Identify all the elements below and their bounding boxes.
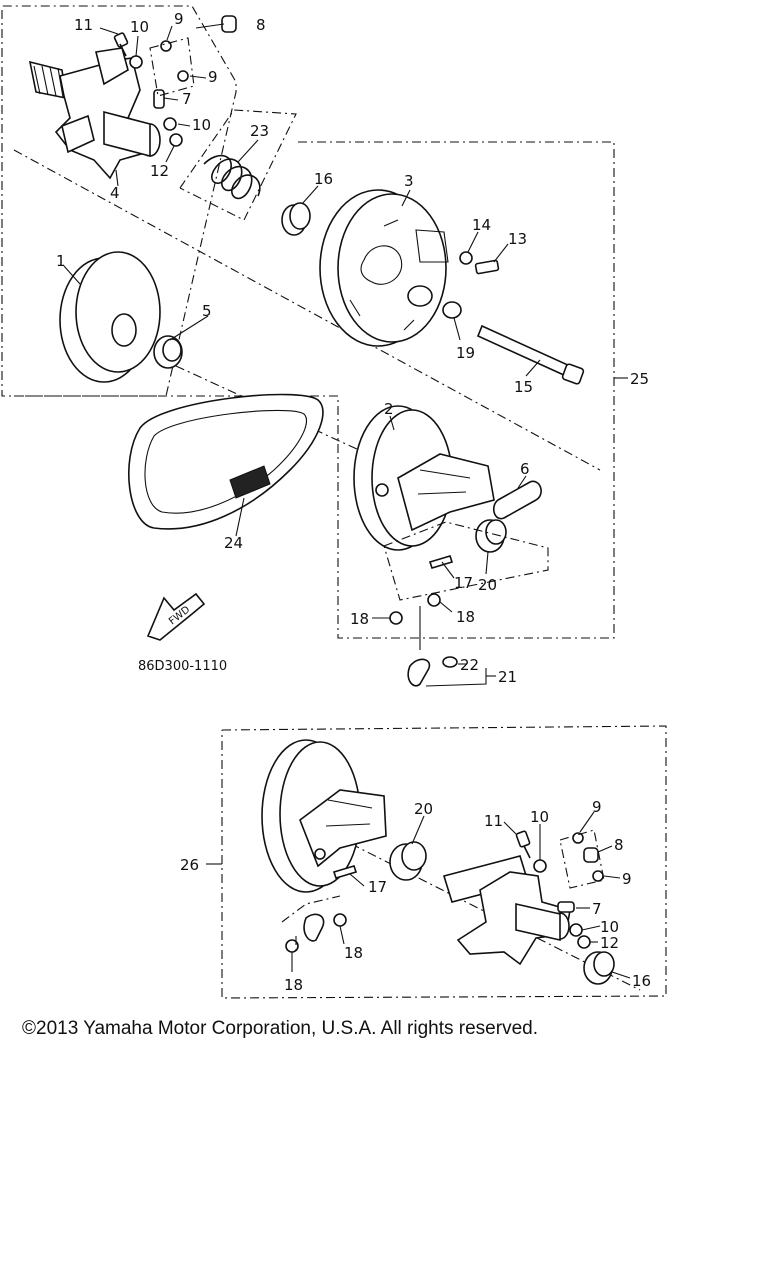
callout-10: 10 [192, 116, 211, 134]
drive-belt-24 [128, 393, 324, 530]
secondary-sheave-2 [353, 405, 495, 551]
bolt-15 [476, 324, 585, 385]
callout-17: 17 [454, 574, 473, 592]
fixed-sheave-1 [59, 251, 161, 383]
bushing-20-lower [389, 841, 427, 881]
callout-19: 19 [456, 344, 475, 362]
callout-7: 7 [182, 90, 192, 108]
callout-10: 10 [530, 808, 549, 826]
callout-4: 4 [110, 184, 120, 202]
callout-24: 24 [224, 534, 243, 552]
callout-9: 9 [208, 68, 218, 86]
axis-line-belt [175, 365, 373, 457]
group-boundary-washers [149, 37, 195, 97]
callout-26: 26 [180, 856, 199, 874]
callout-16: 16 [314, 170, 333, 188]
bolt-13 [474, 259, 500, 275]
primary-shaft-spider [28, 47, 161, 180]
washers-lower [533, 832, 604, 949]
spring-23 [203, 154, 261, 200]
callout-21: 21 [498, 668, 517, 686]
callout-9: 9 [174, 10, 184, 28]
callout-9: 9 [622, 870, 632, 888]
callout-10: 10 [600, 918, 619, 936]
pin-17-lower [332, 865, 358, 879]
group-boundary-washers-lower [559, 829, 605, 889]
leader-lines [63, 25, 631, 979]
weight-lower [285, 913, 347, 953]
shaft-spider-lower [442, 855, 571, 966]
washer-14 [459, 251, 473, 265]
group-boundary-spring [179, 109, 297, 221]
callout-10: 10 [130, 18, 149, 36]
collar-16-upper [281, 202, 311, 236]
pin-7-lower [557, 901, 575, 913]
callout-5: 5 [202, 302, 212, 320]
callout-18: 18 [350, 610, 369, 628]
rollers-18-upper [389, 593, 441, 625]
callout-3: 3 [404, 172, 414, 190]
clutch-exploded-diagram: FWD [1, 5, 667, 999]
sheave-housing-3 [319, 189, 449, 347]
axis-line-lower [299, 817, 641, 991]
callout-14: 14 [472, 216, 491, 234]
washer-19 [442, 301, 462, 319]
group-boundary-upper-left [1, 5, 237, 397]
callout-12: 12 [150, 162, 169, 180]
callout-18: 18 [344, 944, 363, 962]
callout-18: 18 [456, 608, 475, 626]
bolt-11-lower [515, 830, 531, 859]
callout-20: 20 [478, 576, 497, 594]
callout-20: 20 [414, 800, 433, 818]
callout-17: 17 [368, 878, 387, 896]
callout-labels: 11 10 9 8 9 7 10 12 4 23 16 3 14 13 1 5 … [56, 10, 651, 994]
axis-line-upper [13, 149, 601, 471]
group-boundary-weights-lower [281, 895, 341, 952]
callout-16: 16 [632, 972, 651, 990]
callout-22: 22 [460, 656, 479, 674]
callout-6: 6 [520, 460, 530, 478]
callout-23: 23 [250, 122, 269, 140]
pin-17-upper [428, 555, 454, 569]
callout-11: 11 [74, 16, 93, 34]
collar-8-lower [583, 847, 599, 863]
callout-8: 8 [614, 836, 624, 854]
callout-2: 2 [384, 400, 394, 418]
callout-7: 7 [592, 900, 602, 918]
bushing-5 [153, 335, 183, 369]
callout-1: 1 [56, 252, 66, 270]
collar-16-lower [583, 951, 615, 985]
group-boundary-25 [14, 141, 615, 639]
callout-9: 9 [592, 798, 602, 816]
pin-7-upper [153, 89, 165, 109]
callout-13: 13 [508, 230, 527, 248]
washers-upper [129, 40, 189, 147]
weight-set-21 [407, 656, 487, 687]
callout-11: 11 [484, 812, 503, 830]
callout-25: 25 [630, 370, 649, 388]
drawing-code: 86D300-1110 [138, 659, 227, 674]
sheave-lower [261, 739, 387, 893]
callout-18: 18 [284, 976, 303, 994]
bushing-20-upper [475, 519, 507, 553]
callout-12: 12 [600, 934, 619, 952]
callout-15: 15 [514, 378, 533, 396]
fwd-arrow-icon: FWD [146, 592, 206, 641]
collar-8-upper [221, 15, 237, 33]
pin-6 [492, 480, 542, 520]
copyright-notice: ©2013 Yamaha Motor Corporation, U.S.A. A… [22, 1018, 538, 1039]
bolt-11-upper [113, 32, 129, 57]
callout-8: 8 [256, 16, 266, 34]
